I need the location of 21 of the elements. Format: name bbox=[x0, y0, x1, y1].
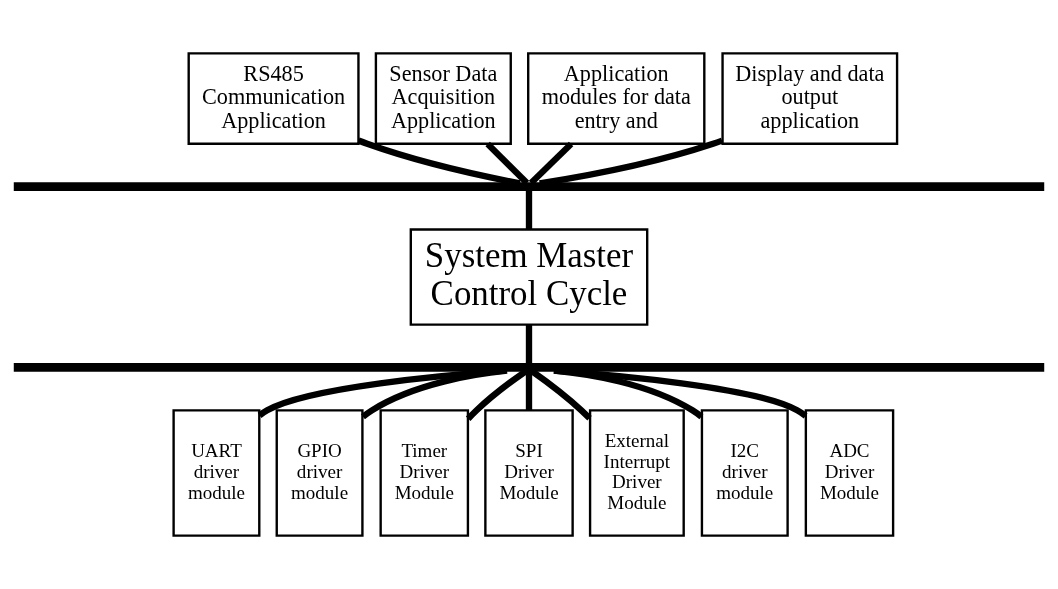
connector bbox=[465, 368, 529, 421]
node-box: External Interrupt Driver Module bbox=[588, 409, 685, 537]
connector bbox=[529, 368, 592, 421]
node-box: UART driver module bbox=[172, 409, 261, 537]
node-box: Timer Driver Module bbox=[379, 409, 470, 537]
node-box: System Master Control Cycle bbox=[409, 228, 649, 326]
node-bar bbox=[13, 182, 1045, 191]
connector bbox=[528, 141, 574, 186]
node-box: I2C driver module bbox=[700, 409, 789, 537]
node-box: ADC Driver Module bbox=[804, 409, 895, 537]
node-box: Display and data output application bbox=[721, 52, 899, 145]
connector bbox=[485, 141, 530, 186]
node-box: RS485 Communication Application bbox=[187, 52, 360, 145]
connector bbox=[525, 190, 533, 230]
connector bbox=[525, 324, 533, 364]
connector bbox=[525, 370, 533, 411]
node-box: SPI Driver Module bbox=[484, 409, 574, 537]
node-bar bbox=[13, 363, 1045, 372]
node-box: Sensor Data Acquisition Application bbox=[374, 52, 512, 145]
node-box: GPIO driver module bbox=[275, 409, 364, 537]
node-box: Application modules for data entry and bbox=[527, 52, 706, 145]
